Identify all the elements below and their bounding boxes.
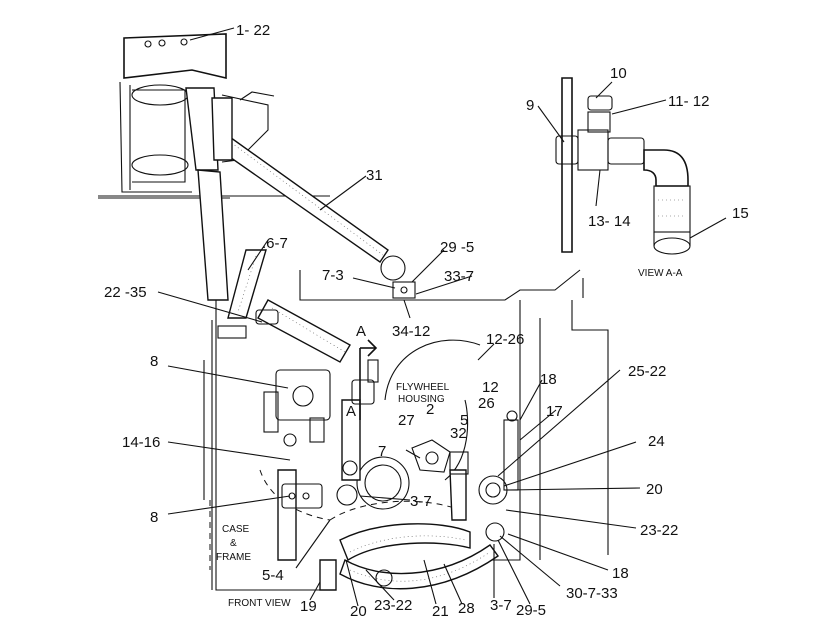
bracket-29-5 — [392, 281, 416, 299]
label-24: 24 — [648, 433, 665, 450]
label-7-3: 7-3 — [322, 267, 344, 284]
label-29-5-bottom: 29-5 — [516, 602, 546, 619]
view-aa-inset — [555, 77, 691, 255]
label-5-4: 5-4 — [262, 567, 284, 584]
caption-case-line1: CASE — [222, 524, 250, 535]
label-a-lower: A — [346, 403, 356, 420]
label-12: 12 — [482, 379, 499, 396]
leader-lines — [157, 27, 727, 607]
label-12-26: 12-26 — [486, 331, 524, 348]
label-21: 21 — [432, 603, 449, 620]
valve-assembly-upper — [263, 369, 331, 447]
part-labels: 1- 22 31 .6-7 22 -35 29 -5 7-3 33-7 34-1… — [104, 22, 749, 620]
caption-view-aa: VIEW A-A — [638, 268, 683, 279]
label-15: 15 — [732, 205, 749, 222]
label-23-22-bottom: 23-22 — [374, 597, 412, 614]
label-a: A — [356, 323, 366, 340]
label-34-12: 34-12 — [392, 323, 430, 340]
label-9: 9 — [526, 97, 534, 114]
caption-front-view: FRONT VIEW — [228, 598, 291, 609]
clamp-22-35 — [217, 309, 279, 339]
label-1-22: 1- 22 — [236, 22, 270, 39]
label-18-bottom: 18 — [612, 565, 629, 582]
label-26: 26 — [478, 395, 495, 412]
caption-flywheel-line2: HOUSING — [398, 394, 445, 405]
fitting-flywheel — [411, 439, 469, 475]
view-a-marker — [359, 339, 378, 420]
label-6-7: .6-7 — [262, 235, 288, 252]
hoses — [185, 87, 499, 591]
label-29-5-top: 29 -5 — [440, 239, 474, 256]
caption-case-line3: FRAME — [216, 552, 251, 563]
label-10: 10 — [610, 65, 627, 82]
label-7: 7 — [378, 443, 386, 460]
label-2: 2 — [426, 401, 434, 418]
label-22-35: 22 -35 — [104, 284, 147, 301]
label-8-bottom: 8 — [150, 509, 158, 526]
captions: FLYWHEEL HOUSING CASE & FRAME FRONT VIEW… — [216, 268, 683, 609]
label-25-22: 25-22 — [628, 363, 666, 380]
label-27: 27 — [398, 412, 415, 429]
label-17: 17 — [546, 403, 563, 420]
label-14-16: 14-16 — [122, 434, 160, 451]
label-31: 31 — [366, 167, 383, 184]
label-3-7-mid: 3-7 — [410, 493, 432, 510]
label-23-22-right: 23-22 — [640, 522, 678, 539]
caption-flywheel-line1: FLYWHEEL — [396, 382, 450, 393]
label-20-bottom: 20 — [350, 603, 367, 620]
label-11-12: 11- 12 — [668, 93, 709, 110]
label-5: 5 — [460, 412, 468, 429]
engine-outline — [98, 33, 609, 591]
fitting-center — [336, 359, 379, 506]
label-13-14: 13- 14 — [588, 213, 631, 230]
label-8-top: 8 — [150, 353, 158, 370]
label-30-7-33: 30-7-33 — [566, 585, 618, 602]
label-18-top: 18 — [540, 371, 557, 388]
label-28: 28 — [458, 600, 475, 617]
label-20-right: 20 — [646, 481, 663, 498]
label-3-7-bottom: 3-7 — [490, 597, 512, 614]
label-19: 19 — [300, 598, 317, 615]
fitting-right — [375, 410, 519, 587]
caption-case-line2: & — [230, 538, 237, 549]
label-32: 32 — [450, 425, 467, 442]
label-33-7: 33-7 — [444, 268, 474, 285]
